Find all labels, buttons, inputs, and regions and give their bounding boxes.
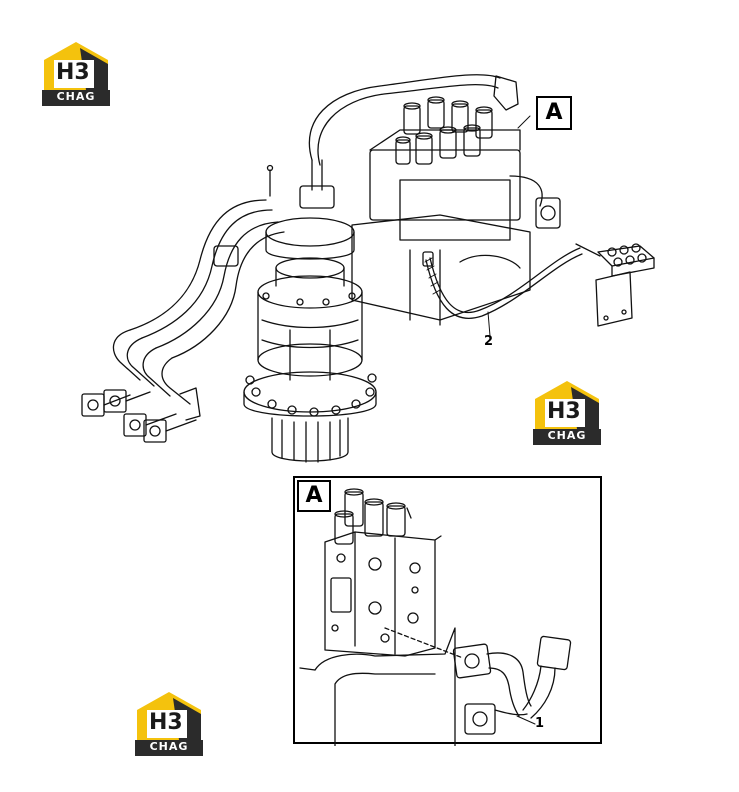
logo-brand-text: CHAG — [56, 90, 96, 103]
logo-brand-text: CHAG — [149, 740, 189, 753]
detail-a-drawing — [299, 488, 572, 746]
logo-mark: H3 — [547, 399, 581, 424]
house-logo-icon — [135, 692, 203, 756]
house-logo-icon — [533, 381, 601, 445]
inset-callout-a-label: A — [305, 483, 323, 508]
brand-logo-top-left: H3 CHAG — [40, 38, 112, 106]
house-logo-icon — [42, 42, 110, 106]
logo-mark: H3 — [56, 60, 90, 85]
inset-callout-a-box: A — [297, 480, 331, 512]
logo-mark: H3 — [149, 710, 183, 735]
logo-brand-text: CHAG — [547, 429, 587, 442]
callout-a-box: A — [536, 96, 572, 130]
part-1-label: 1 — [535, 716, 545, 731]
brand-logo-bottom-left: H3 CHAG — [133, 688, 205, 756]
part-2-label: 2 — [484, 334, 494, 349]
callout-a-label: A — [545, 100, 563, 125]
brand-logo-middle-right: H3 CHAG — [531, 377, 603, 445]
detail-a-inset: A 1 — [293, 476, 602, 746]
